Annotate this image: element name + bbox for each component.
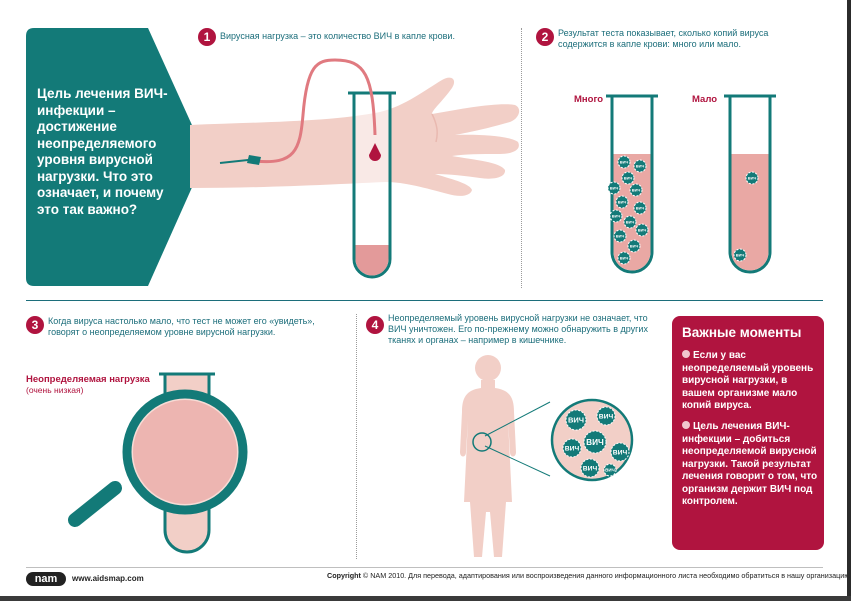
virus-icon: ВИЧ — [745, 171, 759, 185]
virus-icon: ВИЧ — [617, 155, 631, 169]
virus-icon: ВИЧ — [621, 171, 635, 185]
virus-label: ВИЧ — [583, 465, 598, 472]
bullet-dot-icon — [682, 350, 690, 358]
virus-label: ВИЧ — [568, 416, 584, 425]
virus-icon: ВИЧ — [623, 215, 637, 229]
step-3-text: Когда вируса настолько мало, что тест не… — [48, 316, 315, 337]
copyright-text: Copyright © NAM 2010. Для перевода, адап… — [327, 571, 851, 580]
step-1-text: Вирусная нагрузка – это количество ВИЧ в… — [220, 31, 455, 41]
virus-icon: ВИЧ — [627, 239, 641, 253]
zoom-lines — [484, 401, 551, 477]
tube-label-few: Мало — [692, 94, 718, 105]
hero-title: Цель лечения ВИЧ-инфекции – достижение н… — [37, 86, 168, 217]
tube-few — [724, 94, 776, 274]
footer-divider — [26, 567, 823, 568]
step-1-number: 1 — [198, 28, 216, 46]
virus-icon: ВИЧ — [610, 442, 630, 462]
virus-label: ВИЧ — [599, 413, 614, 420]
tube-label-many: Много — [574, 94, 604, 105]
virus-label: ВИЧ — [638, 227, 647, 232]
virus-icon: ВИЧ — [609, 209, 623, 223]
copyright-body: © NAM 2010. Для перевода, адаптирования … — [360, 571, 851, 580]
important-bullet: Если у вас неопределяемый уровень вирусн… — [682, 350, 820, 413]
important-bullet-text: Цель лечения ВИЧ-инфекции – добиться нео… — [682, 421, 818, 507]
virus-label: ВИЧ — [630, 243, 639, 248]
important-bullet-text: Если у вас неопределяемый уровень вирусн… — [682, 350, 814, 411]
divider — [521, 28, 522, 288]
virus-icon: ВИЧ — [596, 406, 616, 426]
virus-label: ВИЧ — [624, 175, 633, 180]
virus-label: ВИЧ — [748, 175, 757, 180]
virus-icon: ВИЧ — [613, 229, 627, 243]
virus-icon: ВИЧ — [629, 183, 643, 197]
important-panel — [672, 316, 824, 550]
virus-label: ВИЧ — [612, 213, 621, 218]
important-bullet: Цель лечения ВИЧ-инфекции – добиться нео… — [682, 421, 820, 509]
virus-label: ВИЧ — [632, 187, 641, 192]
virus-label: ВИЧ — [636, 205, 645, 210]
virus-label: ВИЧ — [736, 252, 745, 257]
virus-icon: ВИЧ — [633, 201, 647, 215]
virus-icon: ВИЧ — [633, 159, 647, 173]
step-4-number: 4 — [366, 316, 384, 334]
virus-label: ВИЧ — [613, 449, 628, 456]
virus-label: ВИЧ — [565, 445, 580, 452]
virus-label: ВИЧ — [586, 438, 604, 447]
virus-label: ВИЧ — [610, 185, 619, 190]
website-link[interactable]: www.aidsmap.com — [72, 574, 144, 583]
hero-panel — [26, 28, 206, 286]
step-3-number: 3 — [26, 316, 44, 334]
copyright-label: Copyright — [327, 571, 361, 580]
virus-label: ВИЧ — [636, 163, 645, 168]
virus-icon: ВИЧ — [580, 458, 600, 478]
virus-label: ВИЧ — [626, 219, 635, 224]
virus-icon: ВИЧ — [617, 251, 631, 265]
virus-label: ВИЧ — [618, 199, 627, 204]
blood-sample-tube — [219, 58, 396, 279]
virus-icon: ВИЧ — [565, 409, 587, 431]
virus-label: ВИЧ — [605, 468, 615, 473]
section-divider — [26, 300, 823, 301]
body-silhouette — [460, 355, 516, 557]
virus-icon: ВИЧ — [615, 195, 629, 209]
virus-icon: ВИЧ — [733, 248, 747, 262]
virus-label: ВИЧ — [616, 233, 625, 238]
virus-icon: ВИЧ — [562, 438, 582, 458]
undetectable-sublabel: (очень низкая) — [26, 385, 84, 395]
frame-edge — [0, 596, 851, 601]
virus-icon: ВИЧ — [635, 223, 649, 237]
virus-label: ВИЧ — [620, 255, 629, 260]
step-2-number: 2 — [536, 28, 554, 46]
tube-many — [606, 94, 658, 274]
virus-icon: ВИЧ — [603, 463, 617, 477]
divider — [356, 314, 357, 559]
step-2-text: Результат теста показывает, сколько копи… — [558, 28, 769, 49]
virus-icon: ВИЧ — [607, 181, 621, 195]
frame-edge — [847, 0, 851, 601]
undetectable-label: Неопределяемая нагрузка — [26, 374, 150, 385]
step-4-text: Неопределяемый уровень вирусной нагрузки… — [388, 313, 648, 345]
magnifier-illustration — [68, 372, 248, 554]
virus-icon: ВИЧ — [583, 430, 607, 454]
virus-label: ВИЧ — [620, 159, 629, 164]
nam-logo: nam — [26, 572, 66, 586]
bullet-dot-icon — [682, 421, 690, 429]
important-title: Важные моменты — [682, 325, 802, 340]
